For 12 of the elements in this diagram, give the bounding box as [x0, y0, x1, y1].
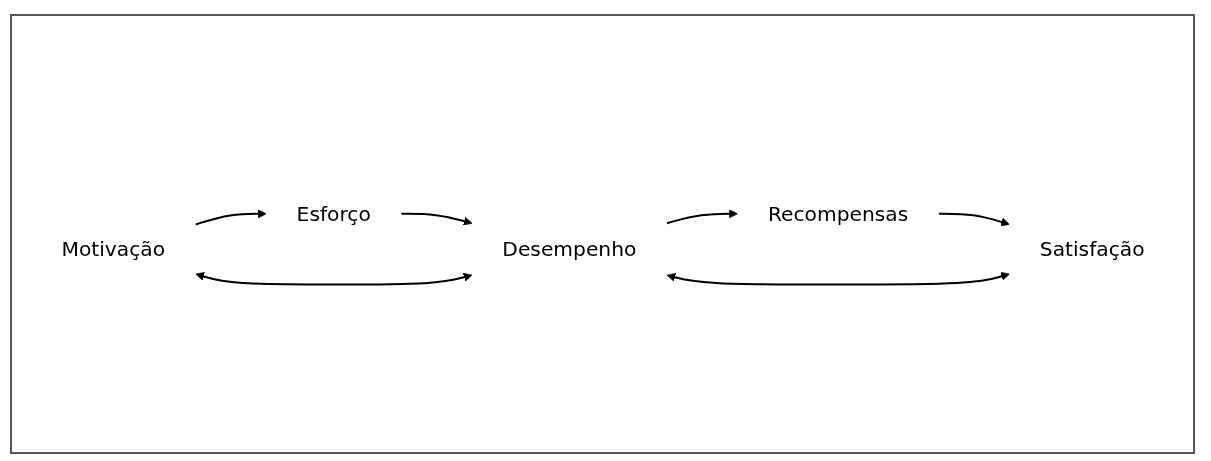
arrow — [194, 272, 472, 286]
node-text: Satisfação — [1039, 237, 1145, 262]
arrow — [665, 209, 738, 225]
arrow — [400, 212, 472, 226]
arrow — [194, 209, 267, 226]
node-text: Motivação — [60, 237, 165, 262]
frame-border: Motivação Esforço Desempenho Recompensas Satisfação — [10, 14, 1195, 454]
arrow — [666, 272, 1010, 286]
node-text: Recompensas — [767, 201, 908, 226]
node-text: Desempenho — [501, 237, 636, 262]
arrow — [938, 212, 1010, 227]
node-text: Esforço — [296, 201, 371, 226]
